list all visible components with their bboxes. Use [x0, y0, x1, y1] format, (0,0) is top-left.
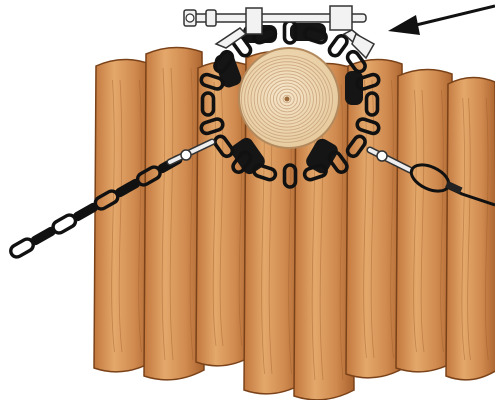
chain-link — [282, 163, 298, 189]
chain-link — [30, 226, 56, 246]
log-rings — [240, 55, 334, 143]
rubber-roller — [306, 138, 338, 174]
chain-link — [199, 72, 225, 91]
chain-link — [364, 91, 380, 117]
chain-link — [252, 163, 278, 182]
chain-link — [302, 163, 328, 182]
chain-link — [200, 91, 216, 117]
plank — [143, 46, 205, 381]
chain-link — [252, 26, 278, 45]
plank — [395, 68, 455, 373]
plank — [93, 58, 153, 373]
chain-link — [327, 150, 349, 174]
chain-link — [355, 117, 381, 136]
chain-link — [213, 49, 235, 74]
chain-link — [327, 34, 349, 58]
chain-link — [345, 49, 367, 74]
pointer-arrow-icon — [388, 4, 495, 35]
chain-link — [355, 72, 381, 91]
chain-link — [231, 150, 253, 174]
chain-link — [345, 134, 367, 159]
plank — [445, 76, 495, 381]
chain-link — [302, 26, 328, 45]
log-cross-section — [238, 47, 340, 149]
plank — [345, 58, 405, 379]
left-hook — [166, 138, 216, 166]
chain-link — [213, 134, 235, 159]
encircling-chain — [199, 19, 381, 189]
chain-link — [199, 117, 225, 136]
turnbuckle-binder-icon — [183, 5, 376, 60]
rubber-roller — [290, 23, 326, 41]
cable-eye — [409, 163, 495, 207]
chain-link — [72, 202, 98, 222]
right-hook — [366, 146, 414, 174]
